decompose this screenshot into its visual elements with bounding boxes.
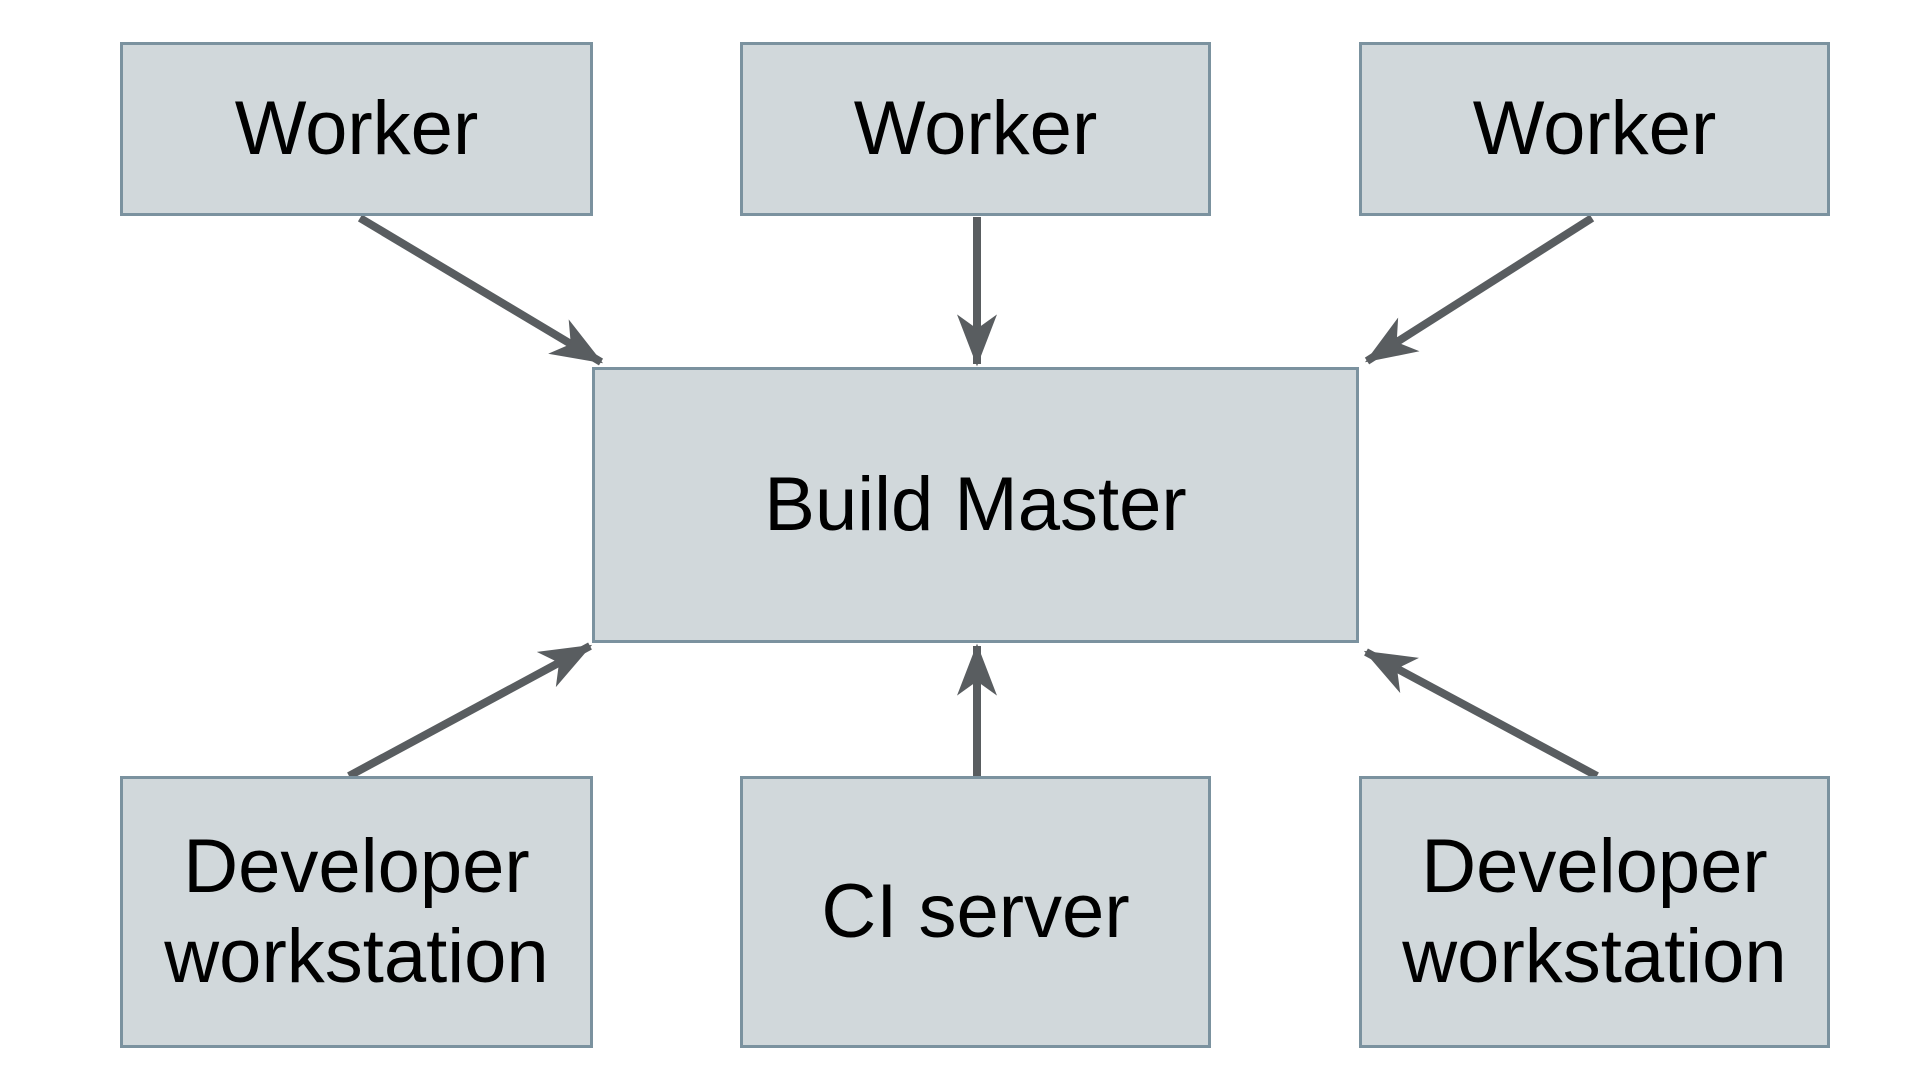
node-build-master: Build Master	[592, 367, 1359, 643]
arrow-worker-1-to-build-master	[357, 214, 604, 366]
node-worker-3-label: Worker	[1472, 86, 1717, 172]
node-worker-2-label: Worker	[853, 86, 1098, 172]
node-worker-3: Worker	[1359, 42, 1830, 216]
node-developer-workstation-left-label: Developer workstation	[164, 824, 549, 999]
arrow-dev-left-to-build-master	[347, 642, 593, 780]
node-worker-1: Worker	[120, 42, 593, 216]
node-developer-workstation-left: Developer workstation	[120, 776, 593, 1048]
node-build-master-label: Build Master	[764, 462, 1187, 548]
node-developer-workstation-right: Developer workstation	[1359, 776, 1830, 1048]
arrow-worker-3-to-build-master	[1364, 214, 1595, 365]
node-worker-2: Worker	[740, 42, 1211, 216]
arrow-dev-right-to-build-master	[1363, 648, 1599, 780]
node-ci-server-label: CI server	[821, 869, 1130, 955]
node-ci-server: CI server	[740, 776, 1211, 1048]
node-worker-1-label: Worker	[234, 86, 479, 172]
node-developer-workstation-right-label: Developer workstation	[1402, 824, 1787, 999]
